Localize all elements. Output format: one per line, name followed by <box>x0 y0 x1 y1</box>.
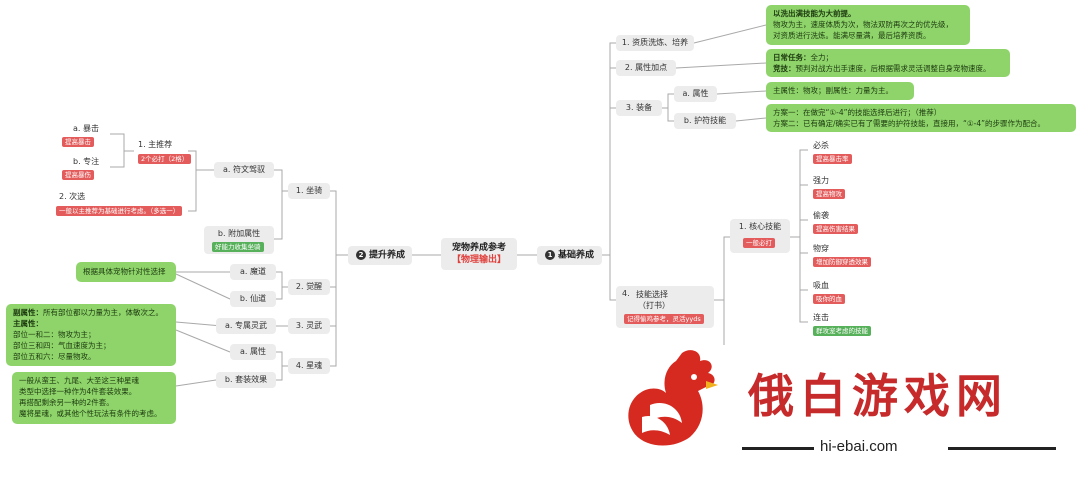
branch-basic-number: 1 <box>545 250 555 260</box>
soul-set-node: b. 套装效果 <box>216 372 276 388</box>
main-rec-tag: 2个必打（2格） <box>138 154 192 164</box>
second-choice-tag: 一般以主推荐为基础进行考虑。（多选一） <box>56 206 183 216</box>
branch-upgrade-number: 2 <box>356 250 366 260</box>
set-line-1: 一般从蛮王、九尾、大圣这三种星魂 <box>19 376 139 385</box>
wash-note-line-2: 对资质进行洗炼。能满尽量满，最后培养资质。 <box>773 31 931 40</box>
root-title: 宠物养成参考 <box>451 243 506 253</box>
skill-item-name: 吸血 <box>813 281 829 290</box>
sub-attr-text: 所有部位都以力量为主，体敏次之。 <box>43 308 163 317</box>
amulet-plan-2: 方案二：已有确定/确实已有了需要的护符技能，直接用，“①-4”的步骤作为配合。 <box>773 119 1045 128</box>
set-line-4: 魔将星魂，或其他个性玩法有条件的考虑。 <box>19 409 162 418</box>
extra-attr-tag: 好能力收集坐骑 <box>212 242 264 252</box>
wash-node: 1. 资质洗炼、培养 <box>616 35 694 51</box>
points-note: 日常任务：全力； 竞技：预判对战方出手速度，后根据需求灵活调整自身宠物速度。 <box>766 49 1010 77</box>
amulet-plan-1: 方案一：在做完“①-4”的技能选择后进行；（推荐） <box>773 108 942 117</box>
crit-label: a. 暴击 <box>73 124 99 133</box>
exclusive-spirit-node: a. 专属灵武 <box>216 318 276 334</box>
skill-item-name: 物穿 <box>813 244 829 253</box>
soul-attr-node: a. 属性 <box>230 344 276 360</box>
arena-label: 竞技： <box>773 64 796 73</box>
set-line-3: 再搭配剩余另一种的2件套。 <box>19 398 114 407</box>
spirit-weapon-node: 3. 灵武 <box>288 318 330 334</box>
watermark-url: hi-ebai.com <box>820 438 898 455</box>
awaken-immortal-node: b. 仙道 <box>230 291 276 307</box>
skill-item-name: 强力 <box>813 176 829 185</box>
core-skill-tag: 一般必打 <box>743 238 775 248</box>
skill-item-name: 偷袭 <box>813 211 829 220</box>
sub-attr-label: 副属性： <box>13 308 43 317</box>
equip-attr-node: a. 属性 <box>674 86 717 102</box>
watermark-bar-left <box>742 447 814 450</box>
equip-attr-note: 主属性：物攻；副属性：力量为主。 <box>766 82 914 100</box>
skill-item-tag: 吸你的血 <box>813 294 845 304</box>
attr-line-2: 部位三和四：气血速度为主； <box>13 341 111 350</box>
branch-basic-label: 基础养成 <box>558 250 595 261</box>
arena-text: 预判对战方出手速度，后根据需求灵活调整自身宠物速度。 <box>795 64 991 73</box>
crit-tag: 提高暴击 <box>62 137 94 147</box>
core-skill-label: 1. 核心技能 <box>738 222 782 231</box>
amulet-skill-node: b. 护符技能 <box>674 113 736 129</box>
focus-tag: 提高暴伤 <box>62 170 94 180</box>
skill-item-tag: 群攻宠考虑的技能 <box>813 326 871 336</box>
watermark-bar-right <box>948 447 1056 450</box>
skill-select-sub: （打书） <box>638 301 670 310</box>
skill-select-label: 技能选择 <box>636 290 668 299</box>
attr-line-3: 部位五和六：尽量物攻。 <box>13 352 96 361</box>
rooster-logo-icon <box>628 350 718 446</box>
root-node: 宠物养成参考 【物理输出】 <box>441 238 517 270</box>
main-rec-label: 1. 主推荐 <box>138 140 173 149</box>
set-line-2: 类型中选择一种作为4件套装效果。 <box>19 387 137 396</box>
watermark-text: 俄白游戏网 <box>748 369 1008 423</box>
root-subtitle: 【物理输出】 <box>451 255 506 265</box>
skill-select-tag: 记得偷鸡参考，灵活yyds <box>624 314 704 324</box>
wash-note: 以洗出满技能为大前提。 物攻为主，速度体质为次，物法双防再次之的优先级， 对资质… <box>766 5 970 45</box>
skill-item-name: 连击 <box>813 313 829 322</box>
skill-item-tag: 增加防御穿透效果 <box>813 257 871 267</box>
main-attr-label: 主属性： <box>13 319 43 328</box>
rune-node: a. 符文驾驭 <box>214 162 274 178</box>
skill-item-tag: 提高暴击率 <box>813 154 852 164</box>
wash-note-line-1: 物攻为主，速度体质为次，物法双防再次之的优先级， <box>773 20 953 29</box>
focus-label: b. 专注 <box>73 157 100 166</box>
amulet-note: 方案一：在做完“①-4”的技能选择后进行；（推荐） 方案二：已有确定/确实已有了… <box>766 104 1076 132</box>
skill-item-tag: 提高伤害结果 <box>813 224 858 234</box>
awaken-magic-node: a. 魔道 <box>230 264 276 280</box>
soul-attr-note: 副属性：所有部位都以力量为主，体敏次之。 主属性： 部位一和二：物攻为主； 部位… <box>6 304 176 366</box>
awaken-note: 根据具体宠物针对性选择 <box>76 262 176 282</box>
mount-node: 1. 坐骑 <box>288 183 330 199</box>
points-node: 2. 属性加点 <box>616 60 676 76</box>
skill-item-tag: 提高物攻 <box>813 189 845 199</box>
daily-task-text: 全力； <box>810 53 834 62</box>
star-soul-node: 4. 星魂 <box>288 358 330 374</box>
daily-task-label: 日常任务： <box>773 53 811 62</box>
branch-upgrade-label: 提升养成 <box>369 250 406 261</box>
equip-node: 3. 装备 <box>616 100 662 116</box>
skill-item-name: 必杀 <box>813 141 829 150</box>
extra-attr-label: b. 附加属性 <box>217 229 261 238</box>
awaken-node: 2. 觉醒 <box>288 279 330 295</box>
soul-set-note: 一般从蛮王、九尾、大圣这三种星魂 类型中选择一种作为4件套装效果。 再搭配剩余另… <box>12 372 176 424</box>
attr-line-1: 部位一和二：物攻为主； <box>13 330 96 339</box>
second-choice-label: 2. 次选 <box>59 192 86 201</box>
skill-select-number: 4. <box>622 289 630 298</box>
wash-note-title: 以洗出满技能为大前提。 <box>773 9 856 18</box>
